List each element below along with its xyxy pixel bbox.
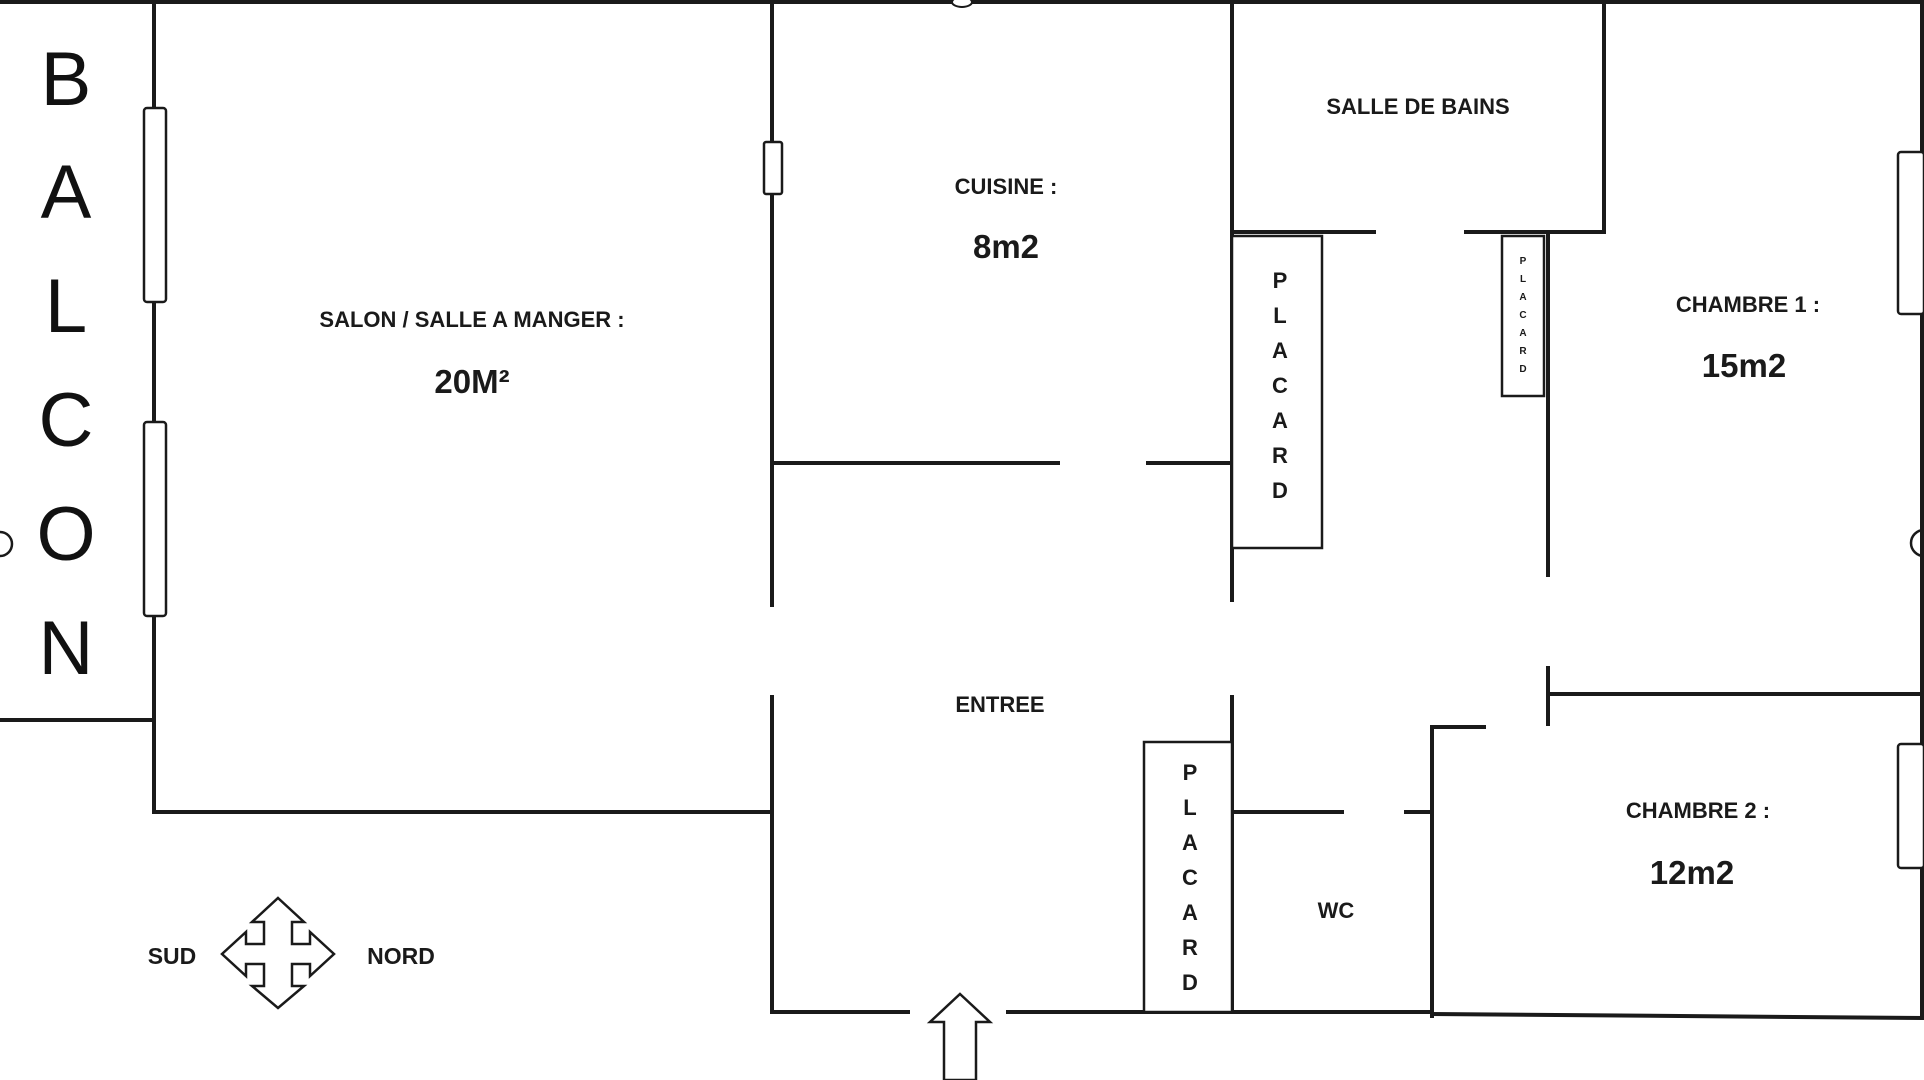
closets [1142,234,1546,1014]
closet-entry-letters: P L A C A R D [1182,760,1198,995]
room-label-chambre1: CHAMBRE 1 : [1676,292,1820,317]
closet-letter: R [1272,443,1288,468]
closet-letter: R [1182,935,1198,960]
closet-small-letters: P L A C A R D [1519,256,1527,375]
closet-letter: A [1272,408,1288,433]
balcony-letter: A [41,150,92,235]
right-edge-marker [1909,528,1924,558]
compass-cross-arrow-icon [220,896,336,1010]
room-area-chambre1: 15m2 [1702,347,1786,384]
closet-letter: D [1272,478,1288,503]
closet-small [1500,234,1546,398]
closet-large [1230,234,1324,550]
compass: SUD NORD [148,896,435,1010]
top-wall-marker [951,0,973,8]
room-label-salle-de-bains: SALLE DE BAINS [1326,94,1509,119]
compass-label-nord: NORD [367,943,435,969]
room-area-salon: 20M² [434,363,509,400]
closet-letter: A [1272,338,1288,363]
windows [0,0,1924,870]
window-chambre1 [1896,150,1924,316]
closet-letter: A [1182,830,1198,855]
closet-letter: C [1519,310,1526,321]
closet-letter: C [1272,373,1288,398]
left-edge-marker [0,530,14,558]
room-label-entree: ENTREE [955,692,1044,717]
window-chambre2 [1896,742,1924,870]
closet-letter: A [1182,900,1198,925]
closet-letter: P [1520,256,1527,267]
room-label-cuisine: CUISINE : [955,174,1058,199]
window-salon-top [142,106,168,304]
room-area-chambre2: 12m2 [1650,854,1734,891]
closet-large-letters: P L A C A R D [1272,268,1288,503]
room-label-chambre2: CHAMBRE 2 : [1626,798,1770,823]
balcony-label: B A L C O N [36,37,95,691]
closet-letter: L [1520,274,1526,285]
closet-letter: P [1183,760,1198,785]
compass-label-sud: SUD [148,943,197,969]
closet-entry [1142,740,1234,1014]
closet-letter: L [1273,303,1286,328]
balcony-letter: N [39,606,94,691]
balcony-letter: B [41,37,92,122]
closet-letter: C [1182,865,1198,890]
closet-letter: D [1519,364,1526,375]
closet-letter: P [1273,268,1288,293]
closet-letter: D [1182,970,1198,995]
room-label-salon: SALON / SALLE A MANGER : [319,307,624,332]
entrance-arrow-icon [926,992,994,1080]
room-labels: SALON / SALLE A MANGER : 20M² CUISINE : … [319,94,1820,923]
balcony-letter: O [36,492,95,577]
balcony-letter: C [39,378,94,463]
closet-letter: R [1519,346,1527,357]
room-area-cuisine: 8m2 [973,228,1039,265]
wall-bottom-right [1429,1011,1924,1021]
closet-letter: A [1519,328,1526,339]
window-cuisine [762,140,784,196]
window-salon-bottom [142,420,168,618]
balcony-letter: L [45,264,87,349]
closet-letter: L [1183,795,1196,820]
closet-letter: A [1519,292,1526,303]
room-label-wc: WC [1318,898,1355,923]
